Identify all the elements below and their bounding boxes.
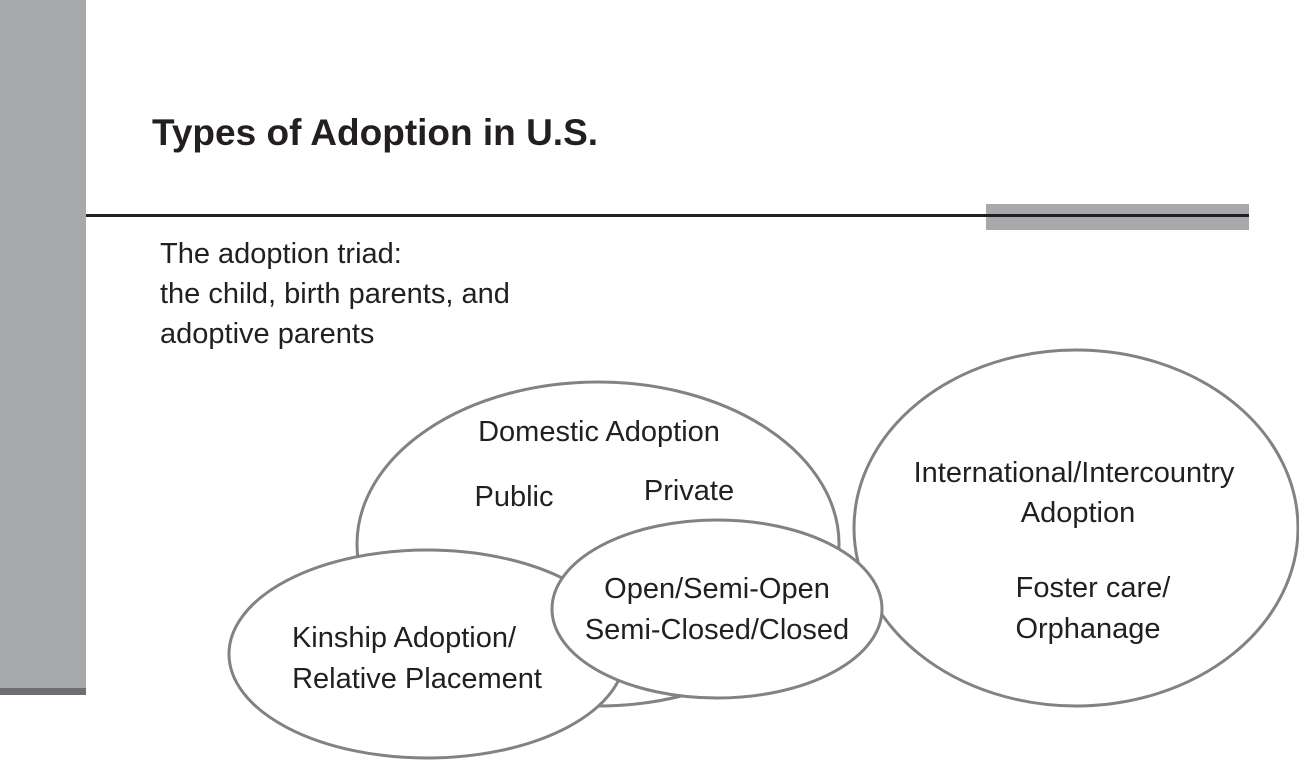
triad-line: the child, birth parents, and <box>160 278 510 310</box>
triad-line: The adoption triad: <box>160 238 402 270</box>
public-label: Public <box>475 481 554 513</box>
slide-title: Types of Adoption in U.S. <box>152 112 599 153</box>
openness-ellipse <box>550 518 884 700</box>
international-adoption-ellipse <box>852 348 1299 708</box>
left-accent-bar-base <box>0 688 86 695</box>
international-adoption-group: International/Intercountry Adoption Fost… <box>852 348 1299 708</box>
kinship-adoption-label: Kinship Adoption/ <box>292 622 517 654</box>
foster-care-label: Foster care/ <box>1016 572 1172 604</box>
private-label: Private <box>644 475 734 507</box>
title-accent-block <box>986 204 1249 230</box>
title-divider <box>86 214 1249 217</box>
left-accent-bar <box>0 0 86 688</box>
open-semi-open-label: Open/Semi-Open <box>604 573 830 605</box>
orphanage-label: Orphanage <box>1015 613 1160 645</box>
relative-placement-label: Relative Placement <box>292 663 542 695</box>
kinship-adoption-group: Kinship Adoption/ Relative Placement <box>227 548 627 760</box>
adoption-triad-text: The adoption triad: the child, birth par… <box>160 234 510 354</box>
triad-line: adoptive parents <box>160 318 375 350</box>
domestic-adoption-label: Domestic Adoption <box>478 416 720 448</box>
openness-group: Open/Semi-Open Semi-Closed/Closed <box>550 518 884 700</box>
semi-closed-closed-label: Semi-Closed/Closed <box>585 614 849 646</box>
international-adoption-label: International/Intercountry <box>914 457 1235 489</box>
adoption-label: Adoption <box>1021 497 1136 529</box>
